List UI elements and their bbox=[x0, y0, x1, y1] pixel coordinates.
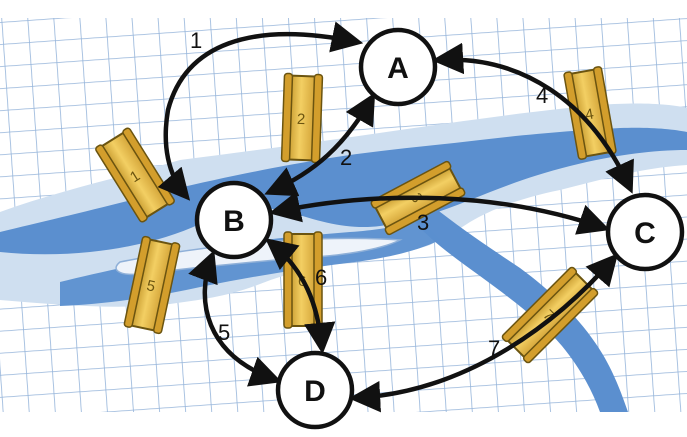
edge-1 bbox=[157, 21, 364, 201]
edge-2-label: 2 bbox=[340, 145, 352, 170]
edge-5 bbox=[188, 250, 282, 387]
bridge-2-label: 2 bbox=[297, 111, 306, 128]
edge-7-label: 7 bbox=[488, 336, 500, 361]
node-a: A bbox=[358, 27, 438, 107]
node-d-label: D bbox=[304, 375, 326, 408]
edge-2 bbox=[264, 92, 376, 197]
node-c: C bbox=[605, 192, 685, 272]
node-b: B bbox=[194, 180, 274, 260]
nodes: A B C D bbox=[194, 27, 685, 430]
edge-7 bbox=[348, 253, 619, 413]
edges bbox=[157, 21, 634, 413]
edge-4 bbox=[431, 42, 634, 194]
edge-6-label: 6 bbox=[315, 265, 327, 290]
edge-1-label: 1 bbox=[190, 28, 202, 53]
edge-6 bbox=[265, 238, 336, 355]
edge-4-label: 4 bbox=[536, 83, 548, 108]
node-c-label: C bbox=[634, 217, 656, 250]
node-a-label: A bbox=[387, 52, 409, 85]
edge-labels: 1 2 3 4 5 6 7 bbox=[190, 28, 548, 361]
node-b-label: B bbox=[223, 205, 245, 238]
bridge-2: 2 bbox=[280, 72, 324, 164]
bridge-5-label: 5 bbox=[145, 277, 157, 295]
edge-5-label: 5 bbox=[218, 320, 230, 345]
node-d: D bbox=[275, 350, 355, 430]
edge-3-label: 3 bbox=[417, 210, 429, 235]
edge-3 bbox=[268, 191, 610, 235]
bridge-5: 5 bbox=[123, 235, 181, 335]
